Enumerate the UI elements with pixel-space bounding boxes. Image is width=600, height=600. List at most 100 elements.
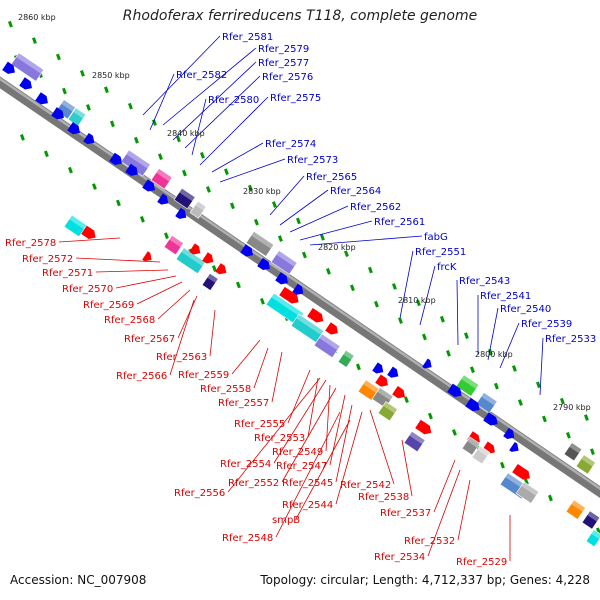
gene-box-shade: [195, 201, 207, 211]
gene-arrow: [125, 163, 138, 176]
gene-leader-line: [209, 309, 216, 357]
gene-box: [150, 168, 173, 190]
scale-tick: [590, 448, 595, 456]
gene-leader-line: [75, 257, 161, 263]
gene-label: Rfer_2555: [234, 419, 285, 430]
gene-arrow-body: [483, 412, 498, 426]
gene-label: Rfer_2574: [265, 139, 316, 150]
gene-box-body: [337, 349, 355, 368]
gene-arrow-body: [512, 464, 530, 480]
gene-box-body: [471, 445, 491, 465]
gene-label: Rfer_2556: [174, 488, 225, 499]
gene-arrow-body: [325, 322, 338, 335]
scale-tick: [8, 20, 13, 28]
gene-box-body: [270, 250, 298, 275]
gene-leader-line: [142, 35, 221, 116]
gene-box-shade: [73, 107, 86, 119]
gene-leader-line: [456, 279, 459, 346]
scale-tick: [356, 363, 361, 371]
gene-arrow-body: [447, 383, 462, 397]
gene-arrow: [19, 77, 32, 90]
scale-tick: [518, 399, 523, 406]
gene-arrow-body: [35, 92, 48, 105]
gene-box-shade: [69, 215, 87, 230]
gene-box-body: [10, 52, 45, 82]
gene-leader-line: [539, 337, 544, 396]
gene-arrow: [83, 133, 95, 145]
gene-box-shade: [207, 273, 219, 284]
gene-leader-line: [401, 439, 413, 497]
gene-leader-line: [271, 351, 283, 403]
gene-leader-line: [299, 220, 373, 241]
gene-leader-line: [231, 339, 261, 375]
gene-label: Rfer_2578: [5, 238, 56, 249]
gene-leader-line: [279, 189, 329, 226]
gene-arrow: [325, 322, 338, 335]
gene-leader-line: [162, 47, 257, 126]
gene-arrow: [157, 193, 169, 205]
scale-tick: [212, 265, 217, 272]
scale-tick: [428, 412, 433, 420]
scale-tick: [500, 461, 505, 469]
scale-label: 2850 kbp: [92, 71, 130, 80]
gene-leader-line: [211, 142, 264, 173]
gene-box-body: [515, 481, 540, 504]
scale-tick: [56, 53, 61, 61]
gene-leader-line: [419, 265, 436, 326]
gene-leader-line: [157, 289, 191, 320]
gene-leader-line: [287, 369, 311, 424]
gene-box: [173, 187, 196, 210]
gene-label: Rfer_2552: [228, 478, 279, 489]
gene-arrow: [81, 225, 96, 239]
gene-leader-line: [369, 409, 395, 485]
gene-box-body: [150, 168, 173, 190]
gene-box-shade: [477, 445, 490, 457]
scale-tick: [404, 396, 409, 403]
topology-label: Topology: circular; Length: 4,712,337 bp…: [260, 573, 590, 587]
scale-tick: [140, 216, 145, 223]
scale-tick: [92, 183, 97, 190]
gene-label: Rfer_2537: [380, 508, 431, 519]
gene-arrow-body: [142, 179, 155, 192]
gene-box-body: [585, 529, 600, 548]
gene-label: Rfer_2576: [262, 72, 313, 83]
scale-tick: [463, 332, 469, 339]
gene-box-body: [189, 200, 207, 219]
gene-box-shade: [571, 499, 586, 512]
gene-arrow-body: [307, 307, 324, 323]
scale-tick: [44, 150, 49, 158]
gene-arrow: [2, 61, 15, 74]
gene-label: Rfer_2554: [220, 459, 271, 470]
gene-box-shade: [343, 350, 355, 360]
scale-tick: [421, 333, 427, 341]
gene-label: Rfer_2551: [415, 247, 466, 258]
gene-arrow-body: [509, 441, 519, 452]
scale-label: 2810 kbp: [398, 296, 436, 305]
gene-label: Rfer_2565: [306, 172, 357, 183]
gene-label: Rfer_2562: [350, 202, 401, 213]
gene-arrow: [189, 243, 201, 255]
gene-leader-line: [275, 411, 341, 538]
gene-arrow-body: [465, 397, 480, 412]
gene-arrow-body: [67, 122, 80, 135]
gene-leader-line: [295, 419, 351, 520]
gene-box: [455, 374, 480, 397]
gene-box-body: [565, 499, 586, 520]
gene-arrow: [175, 207, 187, 219]
gene-leader-line: [269, 175, 305, 216]
gene-arrow: [465, 397, 480, 412]
gene-arrow-body: [279, 286, 299, 304]
gene-box-shade: [481, 392, 498, 406]
gene-box-shade: [181, 247, 206, 267]
gene-box-shade: [409, 431, 426, 445]
scale-tick: [584, 414, 589, 421]
gene-box: [10, 52, 45, 82]
scale-tick: [235, 281, 241, 289]
gene-arrow-body: [142, 251, 152, 262]
scale-tick: [278, 235, 283, 242]
gene-arrow-body: [215, 263, 227, 275]
gene-label: frcK: [437, 262, 457, 273]
gene-box-body: [475, 392, 498, 414]
gene-box-body: [377, 401, 398, 422]
